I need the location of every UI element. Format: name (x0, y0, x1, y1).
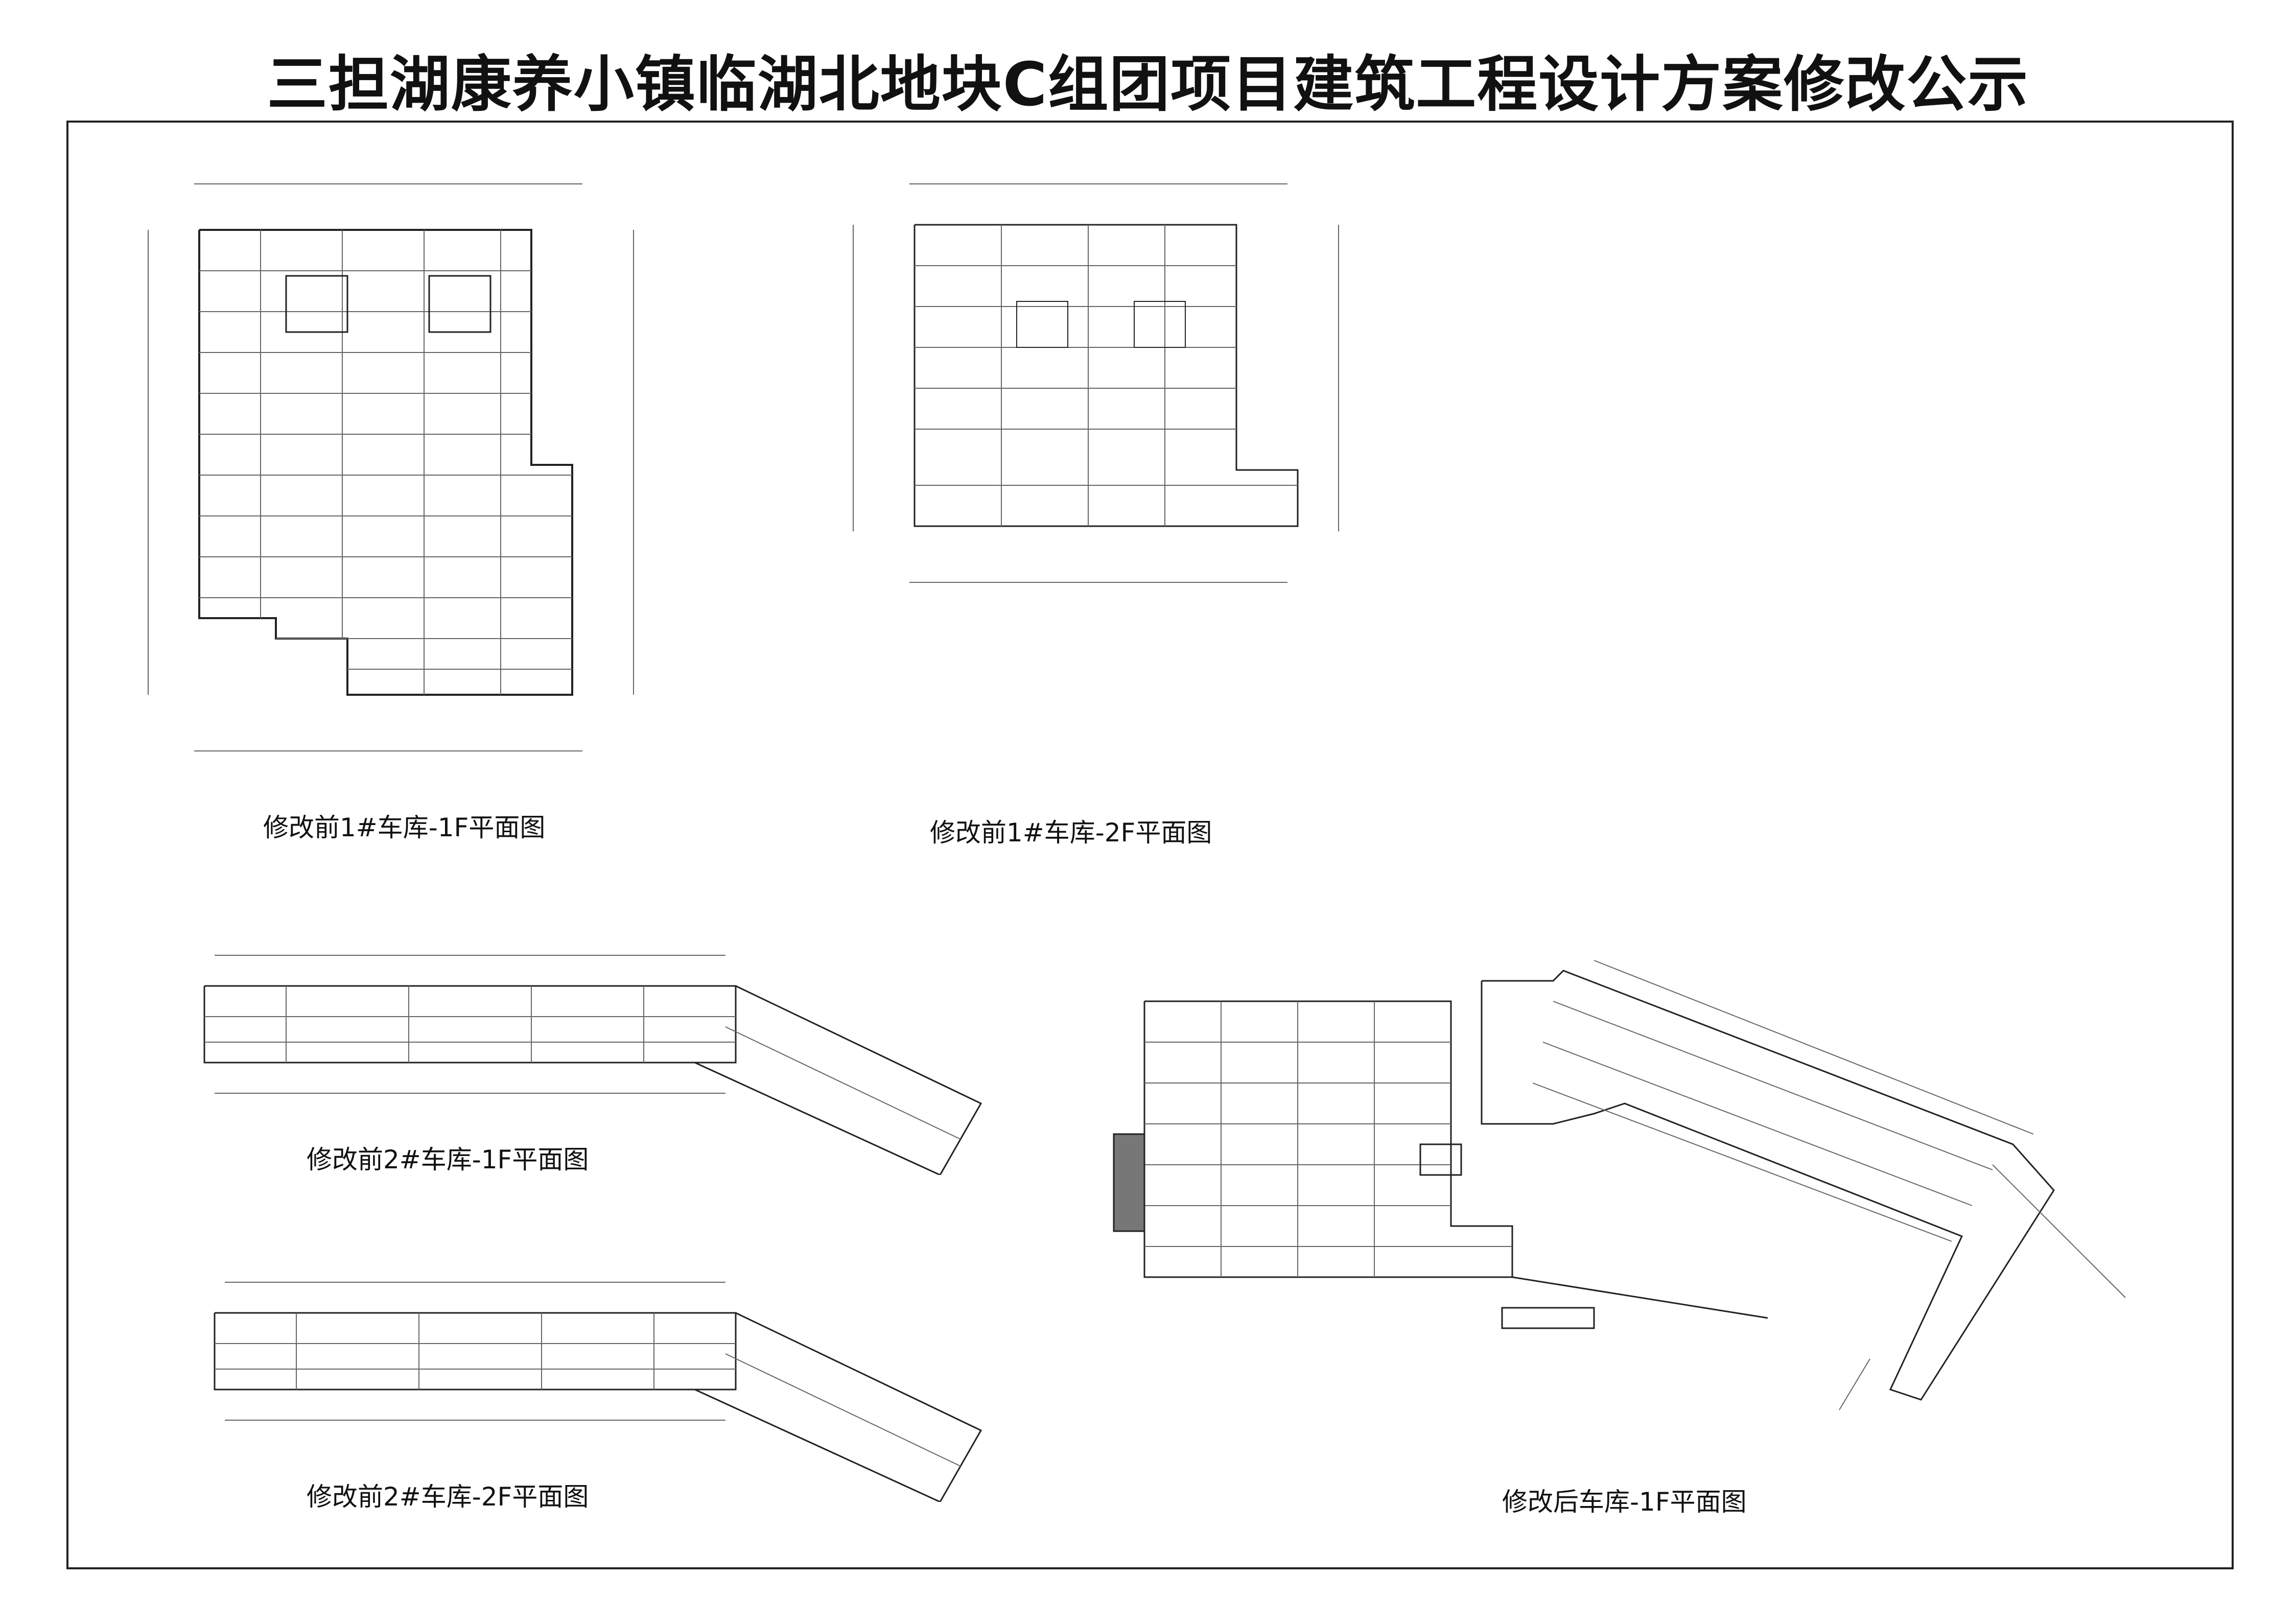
caption-after-b1: 修改后车库-1F平面图 (1502, 1487, 1747, 1517)
page-title: 三担湖康养小镇临湖北地块C组团项目建筑工程设计方案修改公示 (267, 49, 2029, 120)
caption-before-2-b2: 修改前2#车库-2F平面图 (307, 1482, 589, 1512)
floor-plan-after-b1 (1113, 960, 2126, 1410)
drawing-frame (66, 121, 2234, 1569)
floor-plan-before-2-b2 (214, 1282, 982, 1502)
caption-before-1-b1: 修改前1#车库-1F平面图 (263, 813, 546, 842)
floor-plan-before-2-b1 (203, 955, 982, 1175)
floor-plan-before-1-b1 (148, 183, 634, 751)
floor-plan-before-1-b2 (853, 183, 1339, 583)
caption-before-2-b1: 修改前2#车库-1F平面图 (307, 1145, 589, 1174)
caption-before-1-b2: 修改前1#车库-2F平面图 (930, 818, 1212, 848)
